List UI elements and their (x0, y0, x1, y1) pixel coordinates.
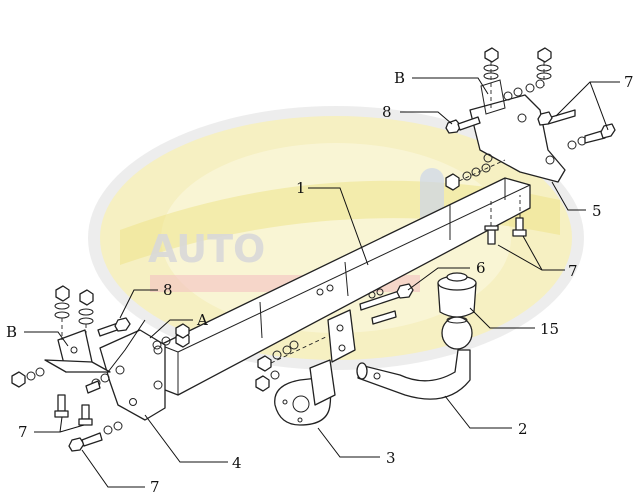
callout-4: 4 (232, 454, 242, 472)
fastener-hardware (11, 47, 616, 452)
callout-1: 1 (296, 179, 306, 197)
callout-labels: 1 B 8 7 5 7 6 15 2 3 4 8 A B 7 7 (6, 69, 634, 496)
bolts-center-6 (316, 283, 414, 325)
washers-left (11, 367, 110, 394)
bolt-8-right (445, 116, 481, 134)
callout-5: 5 (592, 202, 602, 220)
callout-7-left: 7 (18, 423, 28, 441)
left-side-bracket (99, 329, 166, 421)
bolt-right-lower (567, 123, 616, 150)
left-mounting-plate (44, 329, 111, 373)
nut-stack-right-b (536, 47, 552, 86)
callout-3: 3 (386, 449, 396, 467)
nuts-center-left (255, 335, 329, 392)
center-mounting-bracket (327, 309, 356, 363)
nut-stack-right-a (483, 47, 499, 110)
bolt-right-upper (537, 109, 576, 126)
callout-7-bottom-left: 7 (150, 478, 160, 496)
bolt-7-bottom-left (68, 421, 123, 452)
watermark-brand-text: AUTO (148, 227, 265, 271)
callout-2: 2 (518, 420, 528, 438)
callout-7-mid-right: 7 (568, 262, 578, 280)
bolt-8-left (97, 317, 131, 337)
washers-right (503, 79, 545, 101)
callout-b-right: B (394, 69, 405, 87)
nut-stack-left-a (54, 285, 70, 340)
bolts-vertical-left (54, 394, 93, 426)
nut-stack-left-b (78, 289, 94, 336)
leader-lines (24, 77, 620, 488)
ball-cover (437, 272, 477, 318)
callout-8-left: 8 (163, 281, 173, 299)
callout-7-top-right: 7 (624, 73, 634, 91)
bolt-vertical-right-a (484, 200, 499, 245)
callout-15: 15 (540, 320, 559, 338)
bolt-vertical-right-b (512, 195, 527, 237)
callout-6: 6 (476, 259, 486, 277)
nuts-left-a (152, 323, 190, 350)
callout-b-left: B (6, 323, 17, 341)
ball-neck (356, 316, 473, 400)
callout-a: A (196, 311, 208, 329)
nuts-beam-right (445, 159, 506, 191)
callout-8-right: 8 (382, 103, 392, 121)
socket-plate (274, 359, 336, 426)
